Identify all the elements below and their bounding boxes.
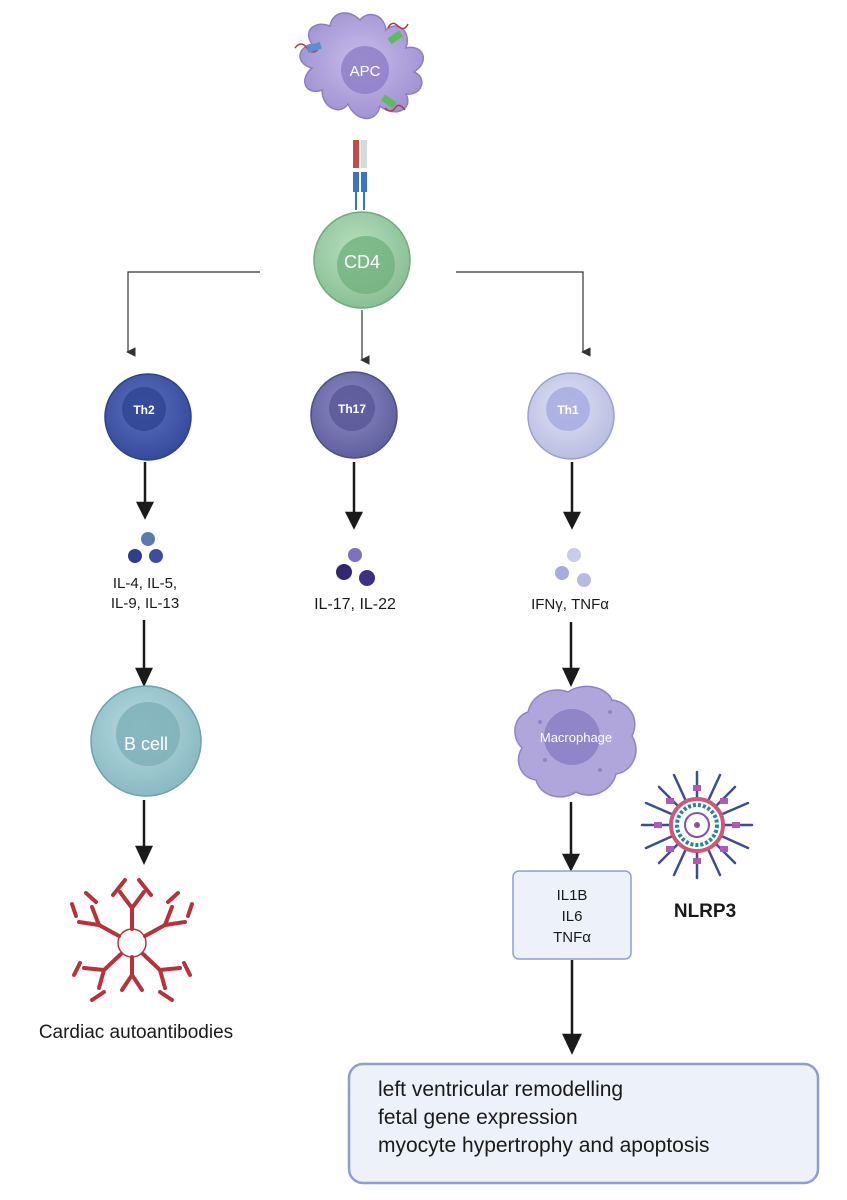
outcomes-box: left ventricular remodelling fetal gene … — [347, 1062, 820, 1185]
th2-label: Th2 — [133, 403, 155, 417]
antibody-icon — [70, 878, 194, 1002]
lower-arrows — [135, 800, 581, 872]
b-cell-label: B cell — [124, 734, 168, 754]
th2-cytokine-icon — [128, 532, 163, 563]
outcome-remodelling: left ventricular remodelling — [378, 1078, 623, 1101]
macrophage-label: Macrophage — [540, 730, 612, 745]
nlrp3-inflammasome-icon — [640, 770, 754, 880]
th1-cell: Th1 — [527, 372, 615, 460]
th2-cell: Th2 — [104, 373, 192, 461]
tcr-connector-icon — [353, 140, 367, 210]
cytokine-arrows — [135, 462, 582, 530]
branch-connectors — [126, 271, 591, 365]
macrophage-outputs-box: IL1B IL6 TNFα — [512, 870, 632, 960]
apc-label: APC — [350, 63, 381, 80]
th17-label: Th17 — [338, 402, 366, 416]
th2-cytokines-line1: IL-4, IL-5, — [113, 575, 177, 592]
th1-cytokines: IFNγ, TNFα — [531, 596, 609, 613]
macrophage-cell: Macrophage — [514, 685, 637, 798]
nlrp3-label: NLRP3 — [674, 901, 736, 922]
th17-cytokines: IL-17, IL-22 — [314, 596, 396, 613]
outcome-arrow — [562, 960, 582, 1055]
mhc-receptor-icon — [294, 22, 409, 112]
output-il6: IL6 — [562, 908, 583, 925]
outcome-fetal-gene: fetal gene expression — [378, 1106, 578, 1129]
th1-cytokine-icon — [555, 548, 591, 587]
b-cell: B cell — [90, 685, 202, 797]
output-tnfa: TNFα — [553, 929, 591, 946]
output-il1b: IL1B — [557, 887, 588, 904]
th1-label: Th1 — [557, 403, 579, 417]
th17-cell: Th17 — [310, 371, 398, 459]
antibodies-label: Cardiac autoantibodies — [39, 1022, 233, 1043]
th17-cytokine-icon — [336, 548, 375, 586]
downstream-arrows — [135, 620, 580, 687]
th2-cytokines-line2: IL-9, IL-13 — [111, 595, 179, 612]
cd4-label: CD4 — [344, 252, 380, 272]
outcome-hypertrophy: myocyte hypertrophy and apoptosis — [378, 1134, 710, 1157]
cd4-cell: CD4 — [313, 211, 411, 309]
